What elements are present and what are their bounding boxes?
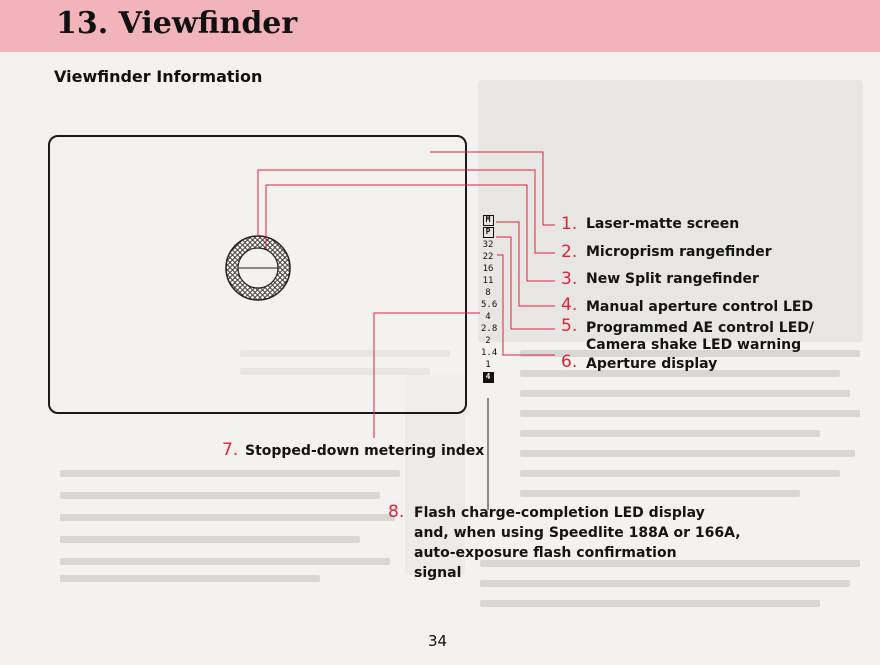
aperture-value: 16 [482, 264, 494, 274]
callout-line-6 [497, 254, 555, 356]
callout-number-3: 3. [561, 269, 578, 289]
callout-label-6: Aperture display [586, 356, 718, 372]
chapter-title: 13. Viewfinder [56, 6, 298, 41]
callout-number-6: 6. [561, 352, 578, 372]
callout-number-4: 4. [561, 295, 578, 315]
callout-number-2: 2. [561, 242, 578, 262]
callout-label-8-line: auto-exposure flash confirmation [414, 545, 677, 561]
aperture-value: 22 [482, 252, 494, 262]
aperture-scale: M P 32 22 16 11 8 5.6 4 2.8 2 1.4 1 4 [481, 214, 498, 384]
flash-lightning-icon: 4 [482, 372, 494, 383]
aperture-value: 2 [485, 336, 491, 346]
aperture-value: 1.4 [481, 348, 498, 358]
callout-line-7 [373, 312, 480, 438]
callout-number-8: 8. [388, 502, 405, 522]
callout-label-8-line: and, when using Speedlite 188A or 166A, [414, 525, 741, 541]
aperture-value: 1 [485, 360, 491, 370]
callout-line-4 [496, 221, 555, 307]
section-title: Viewfinder Information [54, 67, 263, 86]
aperture-value: 32 [482, 240, 494, 250]
callout-label-5b: Camera shake LED warning [586, 337, 802, 353]
page-number: 34 [428, 632, 448, 650]
aperture-value: 2.8 [481, 324, 498, 334]
callout-number-7: 7. [222, 440, 239, 460]
callout-line-5 [496, 236, 555, 330]
callout-line-3 [265, 184, 555, 282]
callout-label-2: Microprism rangefinder [586, 244, 772, 260]
program-mode-indicator: P [482, 227, 494, 238]
callout-number-5: 5. [561, 316, 578, 336]
callout-label-7: Stopped-down metering index [245, 443, 485, 459]
manual-mode-indicator: M [482, 215, 494, 226]
callout-label-8-line: signal [414, 565, 462, 581]
aperture-value: 8 [485, 288, 491, 298]
aperture-value: 4 [485, 312, 491, 322]
callout-label-1: Laser-matte screen [586, 216, 740, 232]
callout-label-3: New Split rangefinder [586, 271, 759, 287]
callout-line-2 [257, 169, 555, 254]
aperture-value: 5.6 [481, 300, 498, 310]
callout-line-1 [430, 151, 555, 226]
callout-label-8: Flash charge-completion LED display and,… [414, 503, 741, 583]
callout-label-5: Programmed AE control LED/ [586, 320, 814, 336]
show-through-photo [478, 80, 863, 342]
chapter-header: 13. Viewfinder [0, 0, 880, 52]
aperture-value: 11 [482, 276, 494, 286]
callout-label-4: Manual aperture control LED [586, 299, 814, 315]
callout-label-8-line: Flash charge-completion LED display [414, 505, 705, 521]
callout-number-1: 1. [561, 214, 578, 234]
